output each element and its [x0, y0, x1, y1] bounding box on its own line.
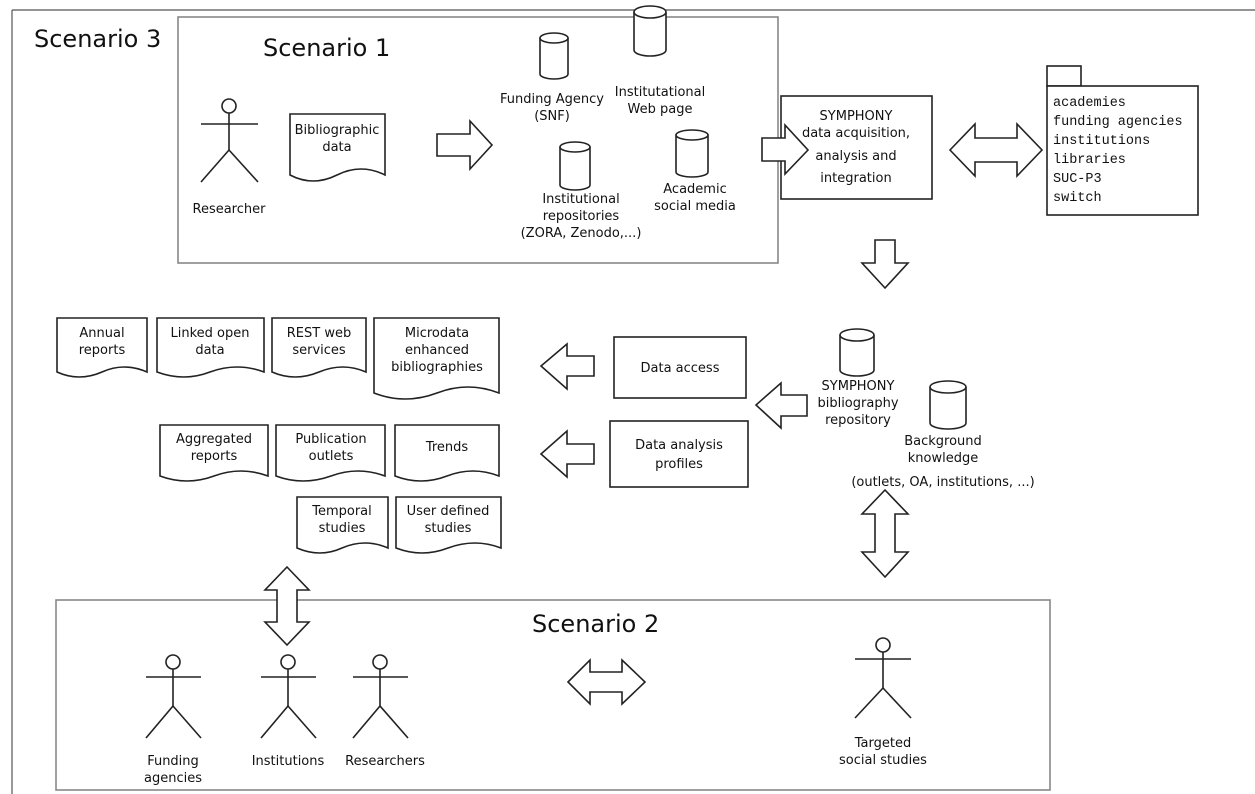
trends-doc: Trends [394, 424, 500, 482]
temporal-studies-doc: Temporal studies [296, 496, 389, 554]
double-arrow-vertical-icon [860, 488, 910, 579]
svg-text:Data analysis: Data analysis [635, 438, 723, 453]
svg-text:data: data [322, 140, 351, 155]
researcher-actor-icon [200, 98, 259, 183]
svg-text:bibliographies: bibliographies [391, 360, 483, 375]
svg-text:Temporal: Temporal [311, 504, 372, 519]
svg-text:services: services [292, 343, 346, 358]
institutional-repositories-database-icon [559, 141, 591, 191]
aggregated-reports-doc: Aggregated reports [159, 424, 269, 482]
double-arrow-horizontal-icon [566, 658, 647, 706]
svg-text:SYMPHONY: SYMPHONY [820, 109, 893, 124]
linked-open-data-doc: Linked open data [156, 317, 265, 378]
svg-text:studies: studies [425, 521, 472, 536]
academic-social-label-2: social media [654, 199, 736, 214]
svg-text:Microdata: Microdata [405, 326, 469, 341]
background-label-2: knowledge [908, 451, 978, 466]
background-label-1: Background [904, 434, 982, 449]
svg-text:User defined: User defined [407, 504, 490, 519]
funding-agencies-label-2: agencies [144, 771, 202, 786]
researcher-label: Researcher [193, 202, 267, 217]
researchers-actor-icon [352, 654, 409, 739]
arrow-down-icon [860, 239, 910, 290]
svg-text:Linked open: Linked open [171, 326, 250, 341]
bibliographic-data-doc: Bibliographic data [289, 113, 386, 182]
svg-text:data: data [195, 343, 224, 358]
svg-text:REST web: REST web [287, 326, 351, 341]
funding-agency-label-1: Funding Agency [500, 92, 604, 107]
svg-text:enhanced: enhanced [405, 343, 469, 358]
arrow-right-icon [761, 122, 810, 176]
institutional-web-label-2: Web page [628, 102, 693, 117]
arrow-left-icon [539, 429, 595, 479]
svg-text:Trends: Trends [425, 440, 469, 455]
symphony-repo-label-2: bibliography [817, 396, 898, 411]
svg-text:Publication: Publication [295, 432, 366, 447]
double-arrow-vertical-icon [263, 565, 311, 647]
targeted-label-1: Targeted [854, 736, 911, 751]
svg-text:studies: studies [319, 521, 366, 536]
publication-outlets-doc: Publication outlets [275, 424, 386, 482]
institutions-actor-icon [260, 654, 317, 739]
scenario-2-frame [55, 599, 1051, 791]
svg-text:Data access: Data access [641, 361, 720, 376]
funding-agencies-label-1: Funding [147, 754, 199, 769]
symphony-repo-label-3: repository [825, 413, 891, 428]
funding-agencies-actor-icon [145, 654, 202, 739]
rest-web-services-doc: REST web services [271, 317, 367, 378]
provider-item: switch [1053, 191, 1102, 206]
inst-repos-label-1: Institutional [542, 192, 619, 207]
data-access-box: Data access [613, 336, 747, 399]
scenario-2-title: Scenario 2 [532, 610, 659, 638]
symphony-process-box: SYMPHONY data acquisition, analysis and … [780, 95, 933, 200]
funding-agency-label-2: (SNF) [534, 109, 570, 124]
svg-text:data acquisition,: data acquisition, [802, 126, 910, 141]
symphony-repo-label-1: SYMPHONY [822, 379, 895, 394]
providers-folder: academies funding agencies institutions … [1046, 65, 1199, 216]
background-label-3: (outlets, OA, institutions, ...) [851, 475, 1034, 490]
arrow-right-icon [436, 118, 494, 172]
targeted-actor-icon [854, 637, 912, 719]
scenario-1-title: Scenario 1 [263, 34, 390, 62]
background-knowledge-database-icon [929, 380, 967, 430]
svg-text:reports: reports [79, 343, 126, 358]
annual-reports-doc: Annual reports [56, 317, 148, 378]
institutions-label: Institutions [252, 754, 325, 769]
inst-repos-label-2: repositories [543, 209, 620, 224]
scenario-3-title: Scenario 3 [34, 25, 161, 53]
arrow-left-icon [754, 381, 808, 430]
provider-item: institutions [1053, 134, 1150, 149]
institutional-web-database-icon [633, 5, 667, 57]
arrow-left-icon [539, 342, 595, 391]
svg-text:Annual: Annual [79, 326, 124, 341]
provider-item: funding agencies [1053, 115, 1183, 130]
svg-text:profiles: profiles [655, 457, 703, 472]
double-arrow-horizontal-icon [948, 122, 1044, 178]
targeted-label-2: social studies [839, 753, 927, 768]
user-defined-studies-doc: User defined studies [395, 496, 502, 554]
researchers-label: Researchers [345, 754, 425, 769]
svg-text:outlets: outlets [309, 449, 354, 464]
svg-text:integration: integration [820, 171, 891, 186]
svg-text:analysis and: analysis and [815, 149, 896, 164]
provider-item: SUC-P3 [1053, 172, 1102, 187]
provider-item: libraries [1053, 153, 1126, 168]
microdata-doc: Microdata enhanced bibliographies [373, 317, 500, 400]
funding-agency-database-icon [539, 32, 569, 80]
symphony-repository-database-icon [839, 328, 875, 377]
provider-item: academies [1053, 96, 1126, 111]
scenario-3-frame [11, 9, 1255, 794]
svg-text:reports: reports [191, 449, 238, 464]
academic-social-media-database-icon [675, 129, 709, 178]
svg-text:Bibliographic: Bibliographic [295, 123, 380, 138]
data-analysis-profiles-box: Data analysis profiles [609, 420, 749, 488]
inst-repos-label-3: (ZORA, Zenodo,...) [521, 226, 642, 241]
academic-social-label-1: Academic [663, 182, 726, 197]
institutional-web-label-1: Institutational [615, 85, 705, 100]
svg-text:Aggregated: Aggregated [176, 432, 252, 447]
